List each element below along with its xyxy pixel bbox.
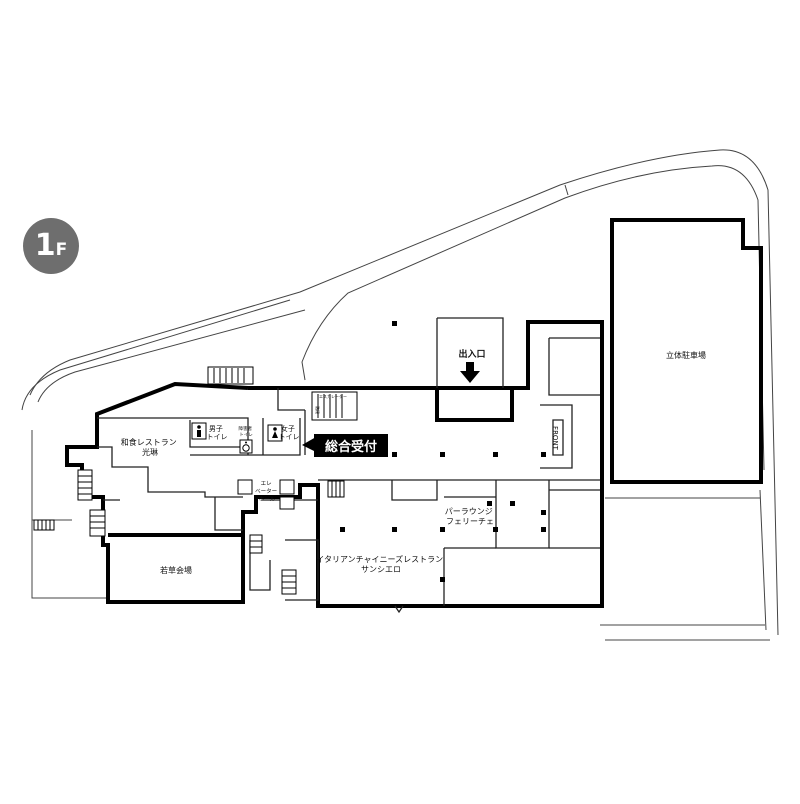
entrance-label: 出入口 [458,348,485,360]
wheelchair-icon [239,439,253,454]
parlour-lounge-label: パーラウンジ フェリーチェ [445,507,496,526]
accessible-toilet-label: 障害者 トイレ [239,425,254,438]
restroom-icon [191,422,295,510]
japanese-restaurant-label: 和食レストラン 光琳 [121,437,180,457]
elevator-hall-label: エレ ベーター ホール [255,480,279,503]
reception-label: 総合受付 [325,439,377,455]
wakakusa-hall-label: 若草会場 [160,565,192,575]
stairs-icon [33,366,358,595]
front-desk-label: FRONT [551,426,559,451]
entrance-arrow-icon [460,362,480,383]
building-walls [65,218,763,608]
floor-indicator-badge: 1 F [23,218,79,274]
site-boundary [21,149,779,641]
womens-toilet-label: 女子 トイレ [279,424,300,441]
floor-number: 1 [34,228,56,263]
italian-restaurant-label: イタリアンチャイニーズレストラン サンシエロ [316,554,445,574]
parking-label: 立体駐車場 [666,350,706,360]
stairs-label: 階段 [315,406,321,414]
reception-pointer-icon [302,437,316,452]
mens-toilet-label: 男子 トイレ [207,425,228,441]
floor-unit: F [55,239,68,260]
column-markers [340,321,546,582]
reception-callout [302,434,388,457]
escalator-label: エスカレーター [319,393,347,399]
